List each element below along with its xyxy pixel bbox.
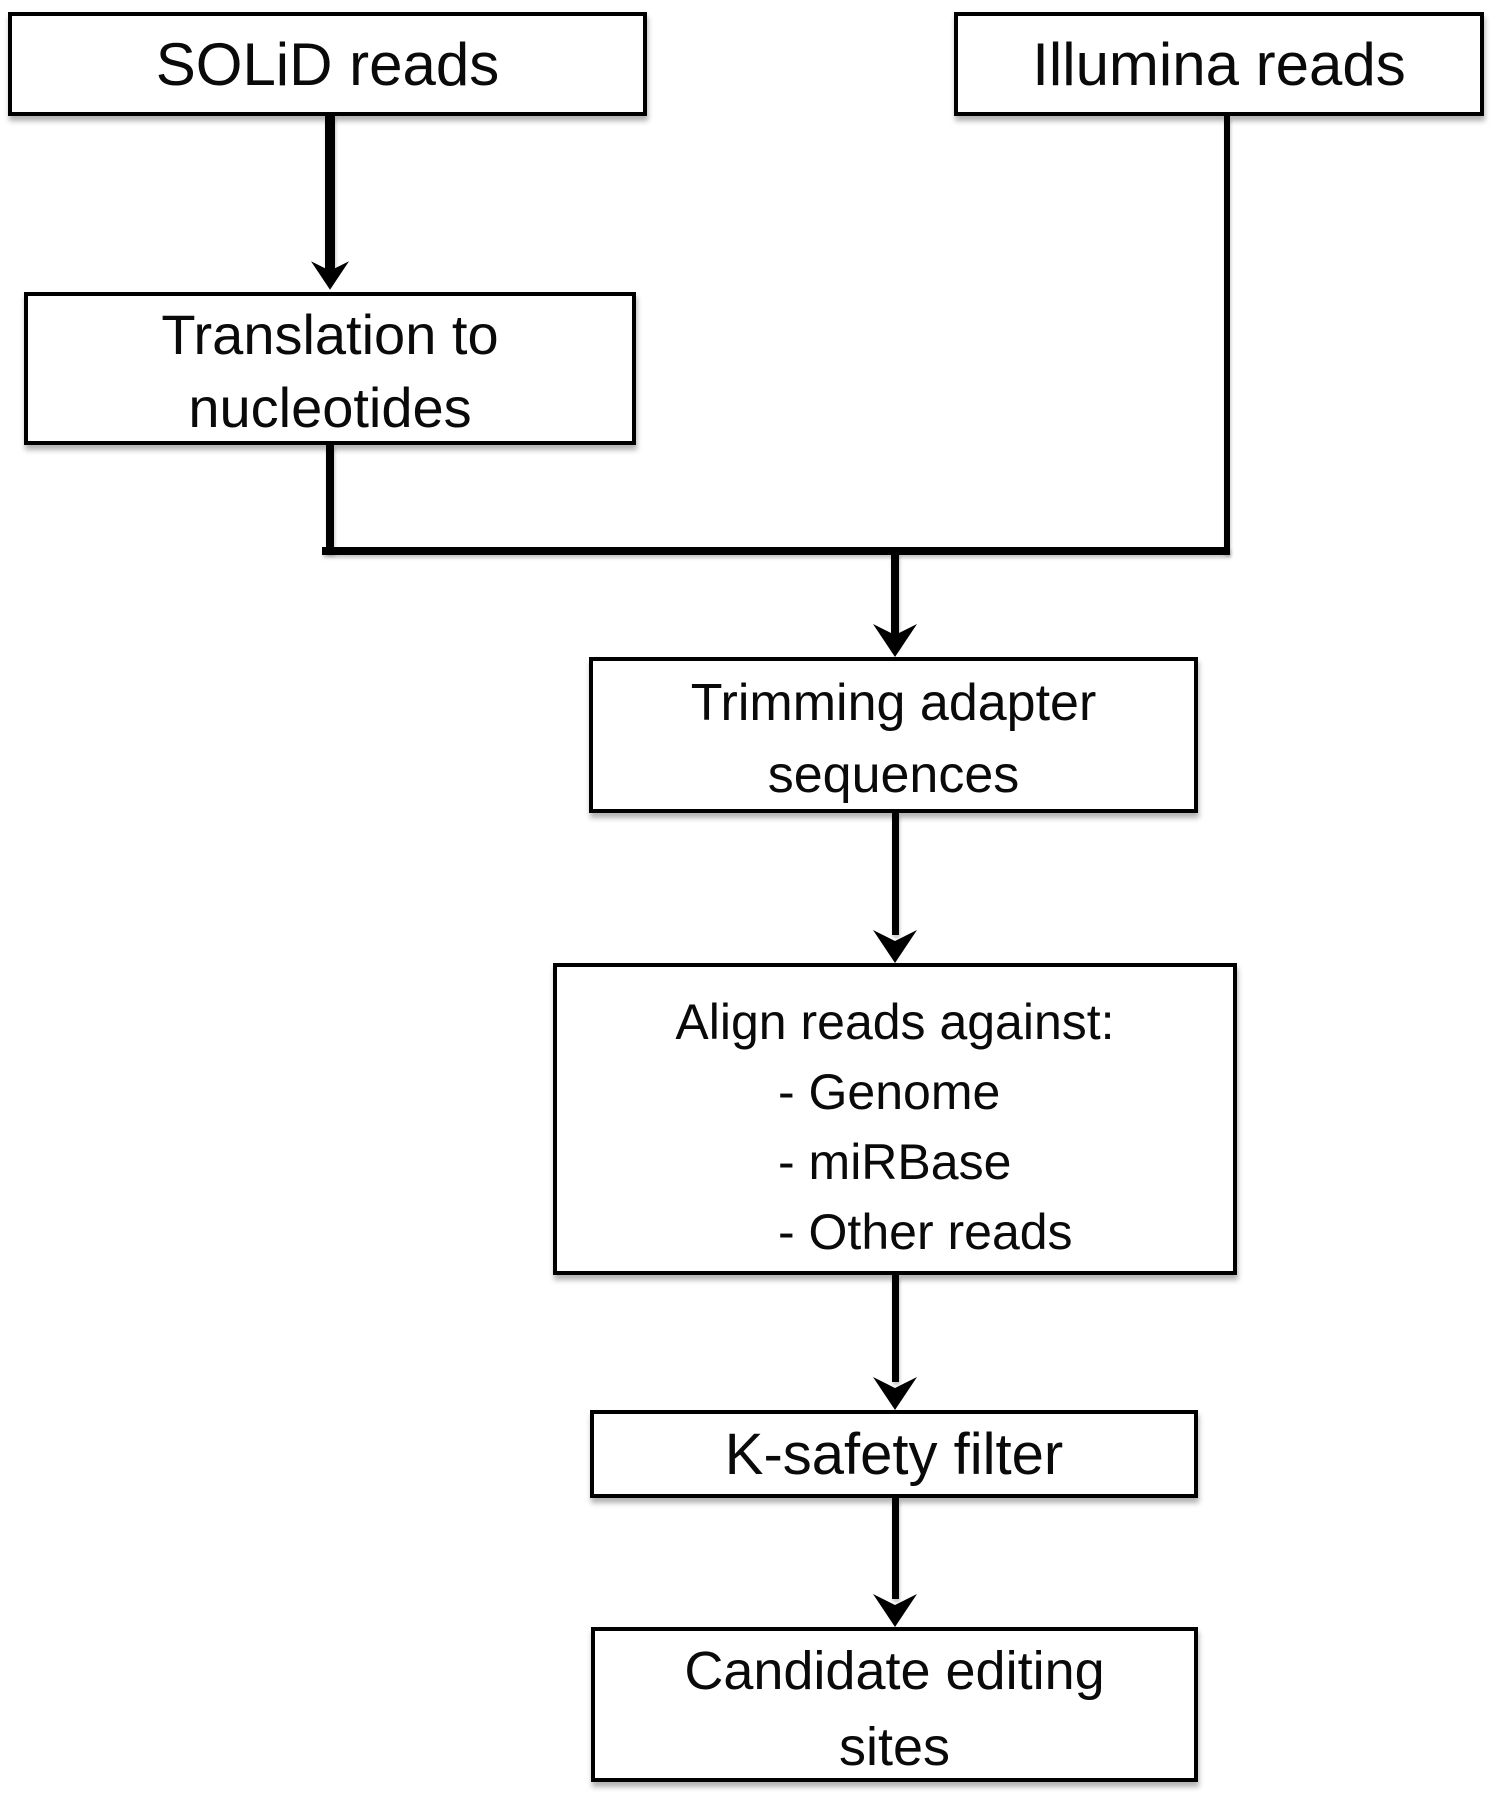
node-candidate-line1: Candidate editing — [684, 1641, 1105, 1701]
node-illumina-reads: Illumina reads — [954, 12, 1484, 116]
connector-trimming-to-align — [892, 813, 899, 935]
node-trimming-line1: Trimming adapter — [690, 674, 1097, 732]
connector-align-to-ksafety — [892, 1275, 899, 1382]
node-k-safety-filter: K-safety filter — [590, 1410, 1198, 1498]
node-align-reads-against: Align reads against: - Genome - miRBase … — [553, 963, 1237, 1275]
node-translation-to-nucleotides: Translation to nucleotides — [24, 292, 636, 445]
connector-translation-down — [326, 445, 334, 553]
connector-illumina-down — [1224, 116, 1230, 553]
node-candidate-editing-sites: Candidate editing sites — [591, 1627, 1198, 1782]
node-translation-line1: Translation to — [161, 303, 499, 366]
node-trimming-line2: sequences — [767, 746, 1020, 804]
node-solid-reads: SOLiD reads — [8, 12, 647, 116]
arrowhead-down-icon — [873, 1594, 917, 1627]
node-align-item-genome: - Genome — [778, 1064, 1001, 1120]
connector-ksafety-to-candidate — [892, 1498, 899, 1599]
arrowhead-down-icon — [873, 624, 917, 657]
arrowhead-down-icon — [311, 261, 349, 290]
arrowhead-down-icon — [873, 930, 917, 963]
connector-merge-junction — [322, 547, 1230, 555]
node-illumina-reads-label: Illumina reads — [1032, 30, 1406, 98]
node-align-item-other-reads: - Other reads — [778, 1204, 1073, 1260]
node-translation-line2: nucleotides — [188, 376, 472, 439]
connector-solid-to-translation — [325, 116, 335, 273]
node-align-title: Align reads against: — [675, 994, 1115, 1050]
node-candidate-line2: sites — [838, 1717, 951, 1777]
connector-junction-to-trimming — [891, 553, 899, 648]
node-solid-reads-label: SOLiD reads — [155, 30, 500, 98]
node-trimming-adapter-sequences: Trimming adapter sequences — [589, 657, 1198, 813]
arrowhead-down-icon — [873, 1377, 917, 1410]
node-k-safety-filter-label: K-safety filter — [724, 1421, 1064, 1487]
node-align-item-mirbase: - miRBase — [778, 1134, 1012, 1190]
